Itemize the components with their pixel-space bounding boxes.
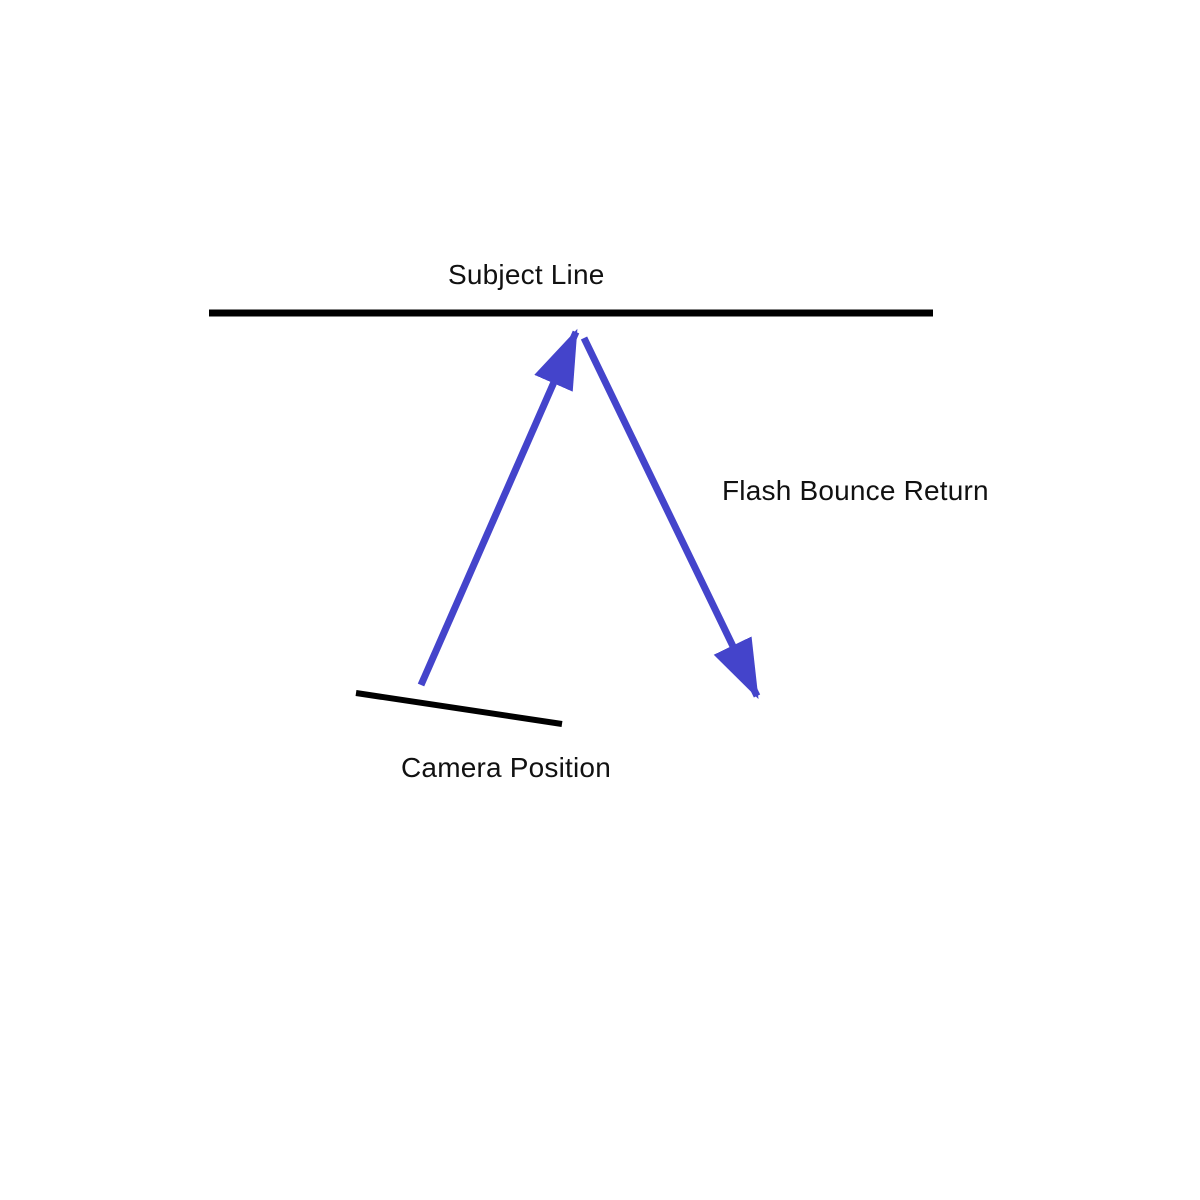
flash-to-subject-arrow (417, 328, 580, 687)
flash-bounce-return-arrow (580, 336, 761, 700)
camera-position-line (355, 690, 563, 727)
subject-line-label: Subject Line (448, 259, 605, 290)
flash-bounce-return-label: Flash Bounce Return (722, 475, 989, 506)
camera-position-label: Camera Position (401, 752, 611, 783)
